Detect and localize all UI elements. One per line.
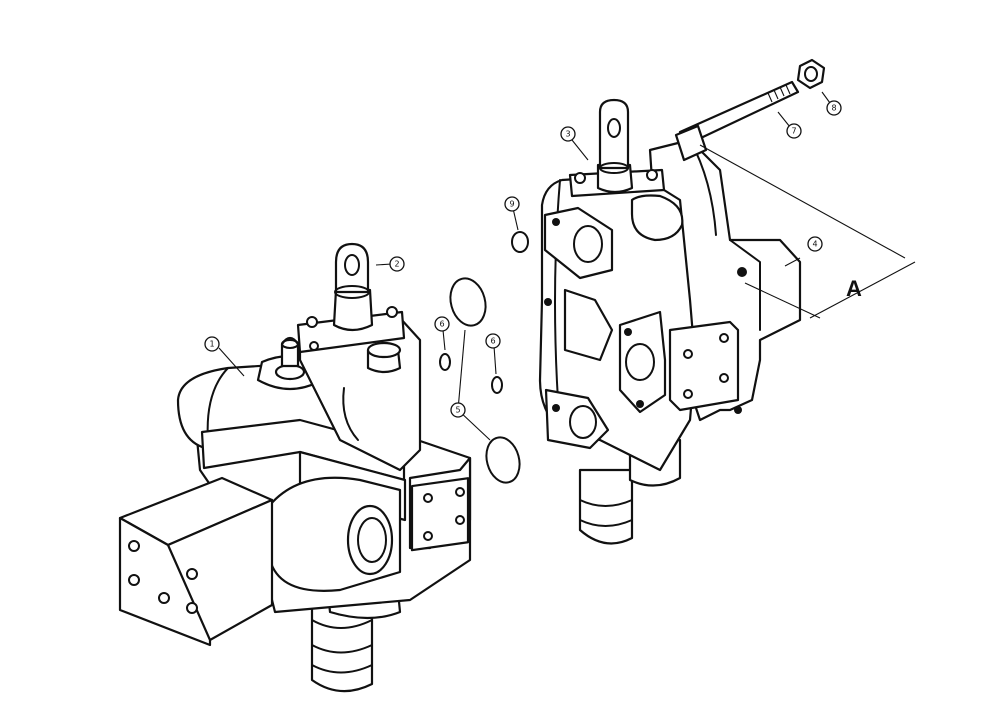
left-flange-plate <box>408 456 472 552</box>
callout-3-label: 3 <box>565 130 570 139</box>
callout-6-left-label: 6 <box>439 320 444 329</box>
callout-5-label: 5 <box>455 406 460 415</box>
callout-4-label: 4 <box>812 240 817 249</box>
washer-9 <box>511 231 529 253</box>
callout-9: 9 <box>504 196 520 212</box>
callout-7-label: 7 <box>791 127 796 136</box>
large-o-ring-lower <box>485 436 521 484</box>
callout-8: 8 <box>826 100 842 116</box>
callout-1-label: 1 <box>209 340 214 349</box>
callout-5: 5 <box>450 402 466 418</box>
right-valve-assembly <box>538 58 826 545</box>
right-flange-plate <box>668 320 740 412</box>
callout-7: 7 <box>786 123 802 139</box>
callout-6-left: 6 <box>434 316 450 332</box>
callout-6-right: 6 <box>485 333 501 349</box>
left-spool-housing <box>296 306 422 472</box>
stud-bolt <box>674 80 800 162</box>
nut <box>796 58 826 90</box>
dimension-label: A <box>846 276 862 301</box>
left-valve-assembly <box>118 242 472 693</box>
right-clevis <box>598 98 630 174</box>
callout-9-label: 9 <box>509 200 514 209</box>
small-o-ring-left <box>439 353 451 371</box>
callout-3: 3 <box>560 126 576 142</box>
left-end-cap <box>118 476 274 647</box>
large-o-ring-upper <box>449 277 487 327</box>
callout-2-label: 2 <box>394 260 399 269</box>
right-spool-top <box>568 163 666 198</box>
small-o-ring-right <box>491 376 503 394</box>
dimension-a: A <box>699 144 916 319</box>
callout-1: 1 <box>204 336 220 352</box>
leader-lines <box>218 91 831 441</box>
callout-6-right-label: 6 <box>490 337 495 346</box>
left-clevis <box>332 242 374 332</box>
callout-4: 4 <box>807 236 823 252</box>
callout-8-label: 8 <box>831 104 836 113</box>
right-center-plate <box>563 288 614 362</box>
seal-rings <box>439 231 529 484</box>
callout-2: 2 <box>389 256 405 272</box>
